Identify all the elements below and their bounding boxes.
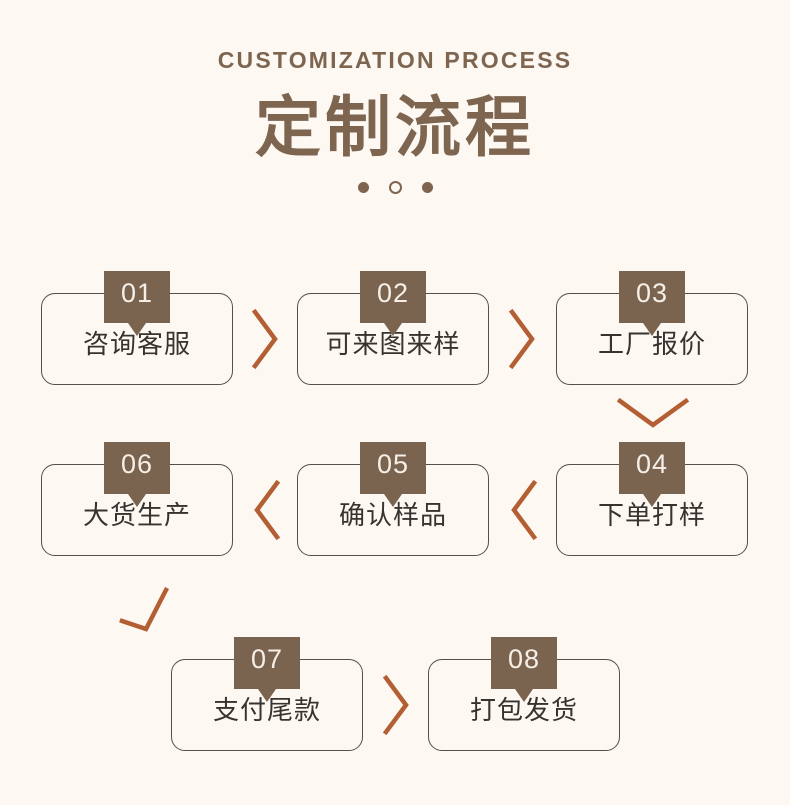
step-number-badge: 04 xyxy=(619,442,685,494)
flow-step-08[interactable]: 打包发货 08 xyxy=(428,637,620,751)
step-number-badge: 05 xyxy=(360,442,426,494)
chevron-right-icon-07-08 xyxy=(380,673,412,737)
chevron-down-icon-03-04 xyxy=(615,396,691,430)
flow-step-03[interactable]: 工厂报价 03 xyxy=(556,271,748,385)
check-down-icon-06-07 xyxy=(118,585,178,635)
step-number: 03 xyxy=(635,278,669,308)
step-number: 06 xyxy=(120,449,154,479)
flow-step-01[interactable]: 咨询客服 01 xyxy=(41,271,233,385)
step-number-badge: 02 xyxy=(360,271,426,323)
decorative-dots xyxy=(0,181,790,195)
chevron-left-icon-05-06 xyxy=(251,478,283,542)
step-number-badge: 06 xyxy=(104,442,170,494)
step-number-badge: 07 xyxy=(234,637,300,689)
step-number: 02 xyxy=(376,278,410,308)
step-number: 04 xyxy=(635,449,669,479)
page-title: 定制流程 xyxy=(255,90,535,165)
dot-filled-right xyxy=(421,182,433,194)
header: CUSTOMIZATION PROCESS 定制流程 xyxy=(0,0,790,195)
step-number: 05 xyxy=(376,449,410,479)
step-number-badge: 08 xyxy=(491,637,557,689)
dot-hollow-middle xyxy=(388,181,402,195)
flow-step-05[interactable]: 确认样品 05 xyxy=(297,442,489,556)
chevron-right-icon-02-03 xyxy=(506,307,538,371)
step-number: 01 xyxy=(120,278,154,308)
flow-step-02[interactable]: 可来图来样 02 xyxy=(297,271,489,385)
chevron-right-icon-01-02 xyxy=(249,307,281,371)
step-number-badge: 03 xyxy=(619,271,685,323)
dot-filled-left xyxy=(357,182,369,194)
flow-step-07[interactable]: 支付尾款 07 xyxy=(171,637,363,751)
flow-step-04[interactable]: 下单打样 04 xyxy=(556,442,748,556)
step-number: 07 xyxy=(250,644,284,674)
step-number: 08 xyxy=(507,644,541,674)
chevron-left-icon-04-05 xyxy=(508,478,540,542)
eyebrow-text: CUSTOMIZATION PROCESS xyxy=(217,47,573,73)
step-number-badge: 01 xyxy=(104,271,170,323)
flow-step-06[interactable]: 大货生产 06 xyxy=(41,442,233,556)
